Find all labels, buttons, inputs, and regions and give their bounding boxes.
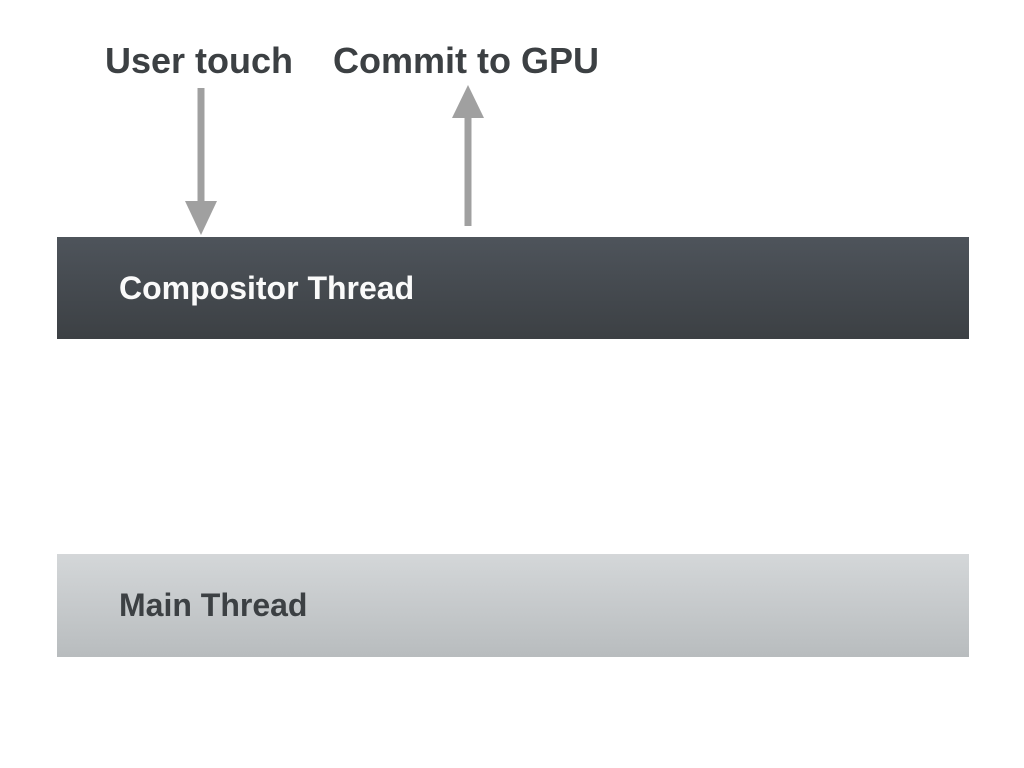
- commit-to-gpu-label: Commit to GPU: [333, 40, 599, 81]
- arrow-up-icon: [452, 85, 484, 226]
- arrow-down-icon: [185, 88, 217, 235]
- user-touch-label: User touch: [105, 40, 294, 81]
- compositor-thread-bar: Compositor Thread: [57, 237, 969, 339]
- compositor-thread-label: Compositor Thread: [119, 269, 415, 306]
- main-thread-label: Main Thread: [119, 587, 308, 623]
- main-thread-bar: Main Thread: [57, 554, 969, 657]
